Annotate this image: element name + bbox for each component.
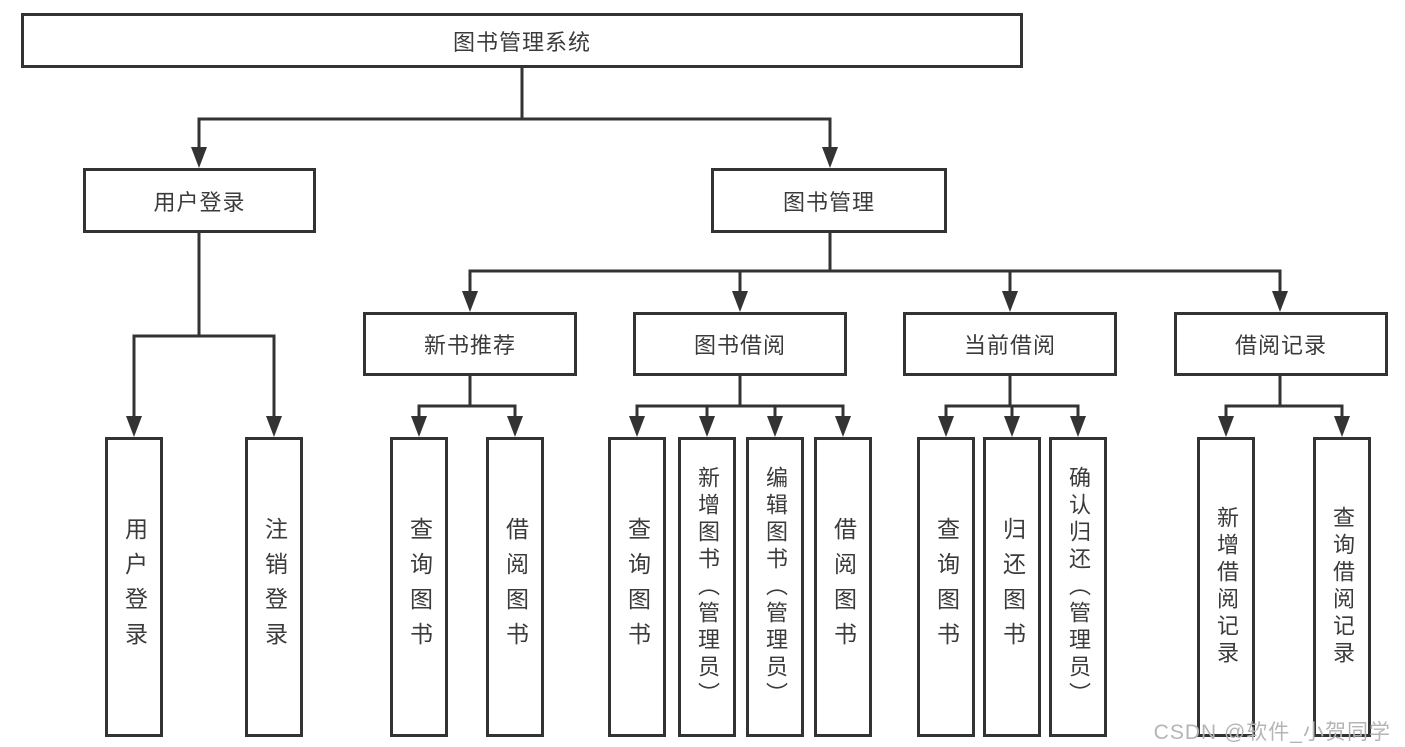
csdn-watermark: CSDN @软件_小贺同学 [1153,721,1391,744]
leaf-borrow-add-admin-label: 新增图书（管理员） [695,465,720,709]
connector-current-borrow-group [944,376,1080,419]
leaf-borrow-edit-admin: 编辑图书（管理员） [746,437,804,737]
leaf-records-add: 新增借阅记录 [1197,437,1255,737]
leaf-records-add-label: 新增借阅记录 [1214,506,1239,668]
arrowheads [126,147,1350,437]
node-new-books-label: 新书推荐 [423,333,516,358]
connector-book-mgmt-to-level3 [468,233,1282,294]
connector-user-login-group [132,233,276,419]
node-book-mgmt-label: 图书管理 [782,189,875,215]
leaf-borrow-add-admin: 新增图书（管理员） [678,437,736,737]
connector-root-to-level2 [197,68,832,150]
node-current-borrow-label: 当前借阅 [963,333,1056,358]
leaf-borrow-query: 查询图书 [608,437,666,737]
leaf-current-confirm-admin: 确认归还（管理员） [1049,437,1107,737]
leaf-records-query: 查询借阅记录 [1313,437,1371,737]
connector-borrow-records-group [1224,376,1344,419]
leaf-borrow-borrow-label: 借阅图书 [830,517,857,657]
leaf-newbooks-query-label: 查询图书 [406,517,433,657]
node-new-books: 新书推荐 [363,312,577,376]
node-current-borrow: 当前借阅 [903,312,1117,376]
node-book-mgmt: 图书管理 [711,168,947,233]
node-user-login: 用户登录 [83,168,316,233]
leaf-current-query: 查询图书 [917,437,975,737]
leaf-current-confirm-admin-label: 确认归还（管理员） [1066,465,1091,709]
connector-book-borrow-group [635,376,845,419]
node-book-borrow-label: 图书借阅 [693,333,786,358]
leaf-current-return-label: 归还图书 [999,517,1026,657]
leaf-current-query-label: 查询图书 [933,517,960,657]
leaf-borrow-borrow: 借阅图书 [814,437,872,737]
leaf-current-return: 归还图书 [983,437,1041,737]
node-book-borrow: 图书借阅 [633,312,847,376]
node-borrow-records-label: 借阅记录 [1234,333,1327,358]
leaf-logout-label: 注销登录 [261,517,288,657]
leaf-user-login: 用户登录 [105,437,163,737]
leaf-logout: 注销登录 [245,437,303,737]
leaf-newbooks-borrow-label: 借阅图书 [502,517,529,657]
connector-new-books-group [417,376,517,419]
node-root-label: 图书管理系统 [452,29,591,55]
node-user-login-label: 用户登录 [153,189,246,215]
leaf-records-query-label: 查询借阅记录 [1330,506,1355,668]
leaf-newbooks-borrow: 借阅图书 [486,437,544,737]
node-borrow-records: 借阅记录 [1174,312,1388,376]
leaf-user-login-label: 用户登录 [121,517,148,657]
leaf-borrow-query-label: 查询图书 [624,517,651,657]
leaf-borrow-edit-admin-label: 编辑图书（管理员） [763,465,788,709]
node-root: 图书管理系统 [21,13,1023,68]
leaf-newbooks-query: 查询图书 [390,437,448,737]
